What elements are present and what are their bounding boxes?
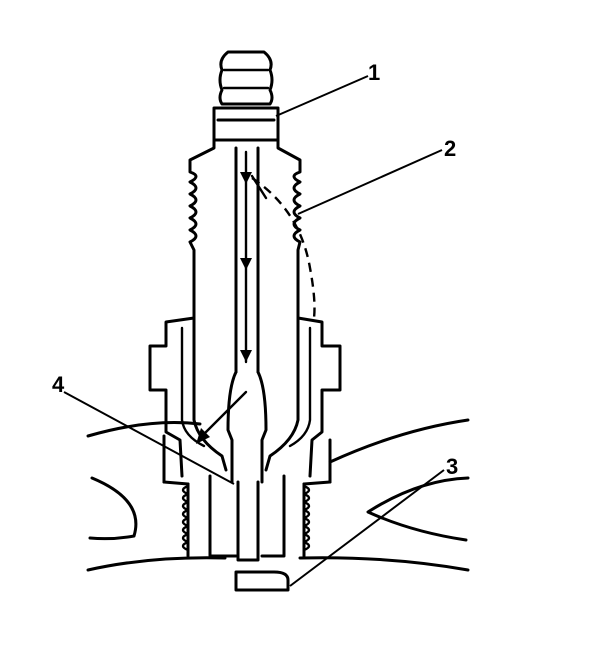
- flow-arrowhead-2: [240, 258, 252, 270]
- bore-seat: [162, 480, 332, 486]
- shell-tip: [208, 474, 286, 558]
- head-lower-right-curve: [366, 476, 470, 542]
- head-upper-right-surface: [328, 418, 470, 464]
- bore-wall-left: [162, 434, 190, 558]
- terminal-nut: [218, 50, 274, 106]
- chamber-floor-right: [298, 556, 470, 572]
- insulator-right: [276, 138, 302, 320]
- cylinder-head: [86, 418, 470, 572]
- terminal-nut-rings: [222, 68, 270, 90]
- callout-labels: 1 2 3 4: [52, 60, 458, 479]
- callout-label-1: 1: [368, 60, 380, 85]
- leader-3: [289, 469, 445, 587]
- hex-shell: [148, 316, 342, 478]
- thread-right: [302, 484, 311, 552]
- leader-1: [275, 75, 369, 117]
- terminal-collar: [212, 106, 280, 142]
- callout-label-2: 2: [444, 136, 456, 161]
- bore-wall-right: [302, 438, 332, 558]
- heat-path-dashed: [251, 177, 316, 319]
- callout-label-3: 3: [446, 454, 458, 479]
- leader-4: [63, 391, 235, 485]
- leader-2: [297, 149, 443, 215]
- flow-arrowhead-4: [196, 428, 210, 444]
- flow-arrowhead-3: [240, 350, 252, 362]
- callout-label-4: 4: [52, 372, 65, 397]
- callout-leaders: [63, 75, 445, 587]
- head-upper-left-surface: [86, 421, 202, 438]
- insulator-left: [188, 138, 216, 332]
- ground-electrode: [234, 570, 290, 592]
- flow-line-diagonal: [200, 390, 248, 438]
- thread-left: [181, 484, 190, 552]
- head-lower-left-curve: [88, 476, 138, 541]
- chamber-floor-left: [86, 556, 227, 572]
- hex-shell-inner: [180, 326, 312, 448]
- electrode-lower: [226, 370, 268, 484]
- electrode-tip: [236, 480, 260, 562]
- spark-plug: [148, 50, 342, 592]
- flow-arrowhead-1: [240, 172, 252, 184]
- heat-flow-arrows: [196, 150, 316, 444]
